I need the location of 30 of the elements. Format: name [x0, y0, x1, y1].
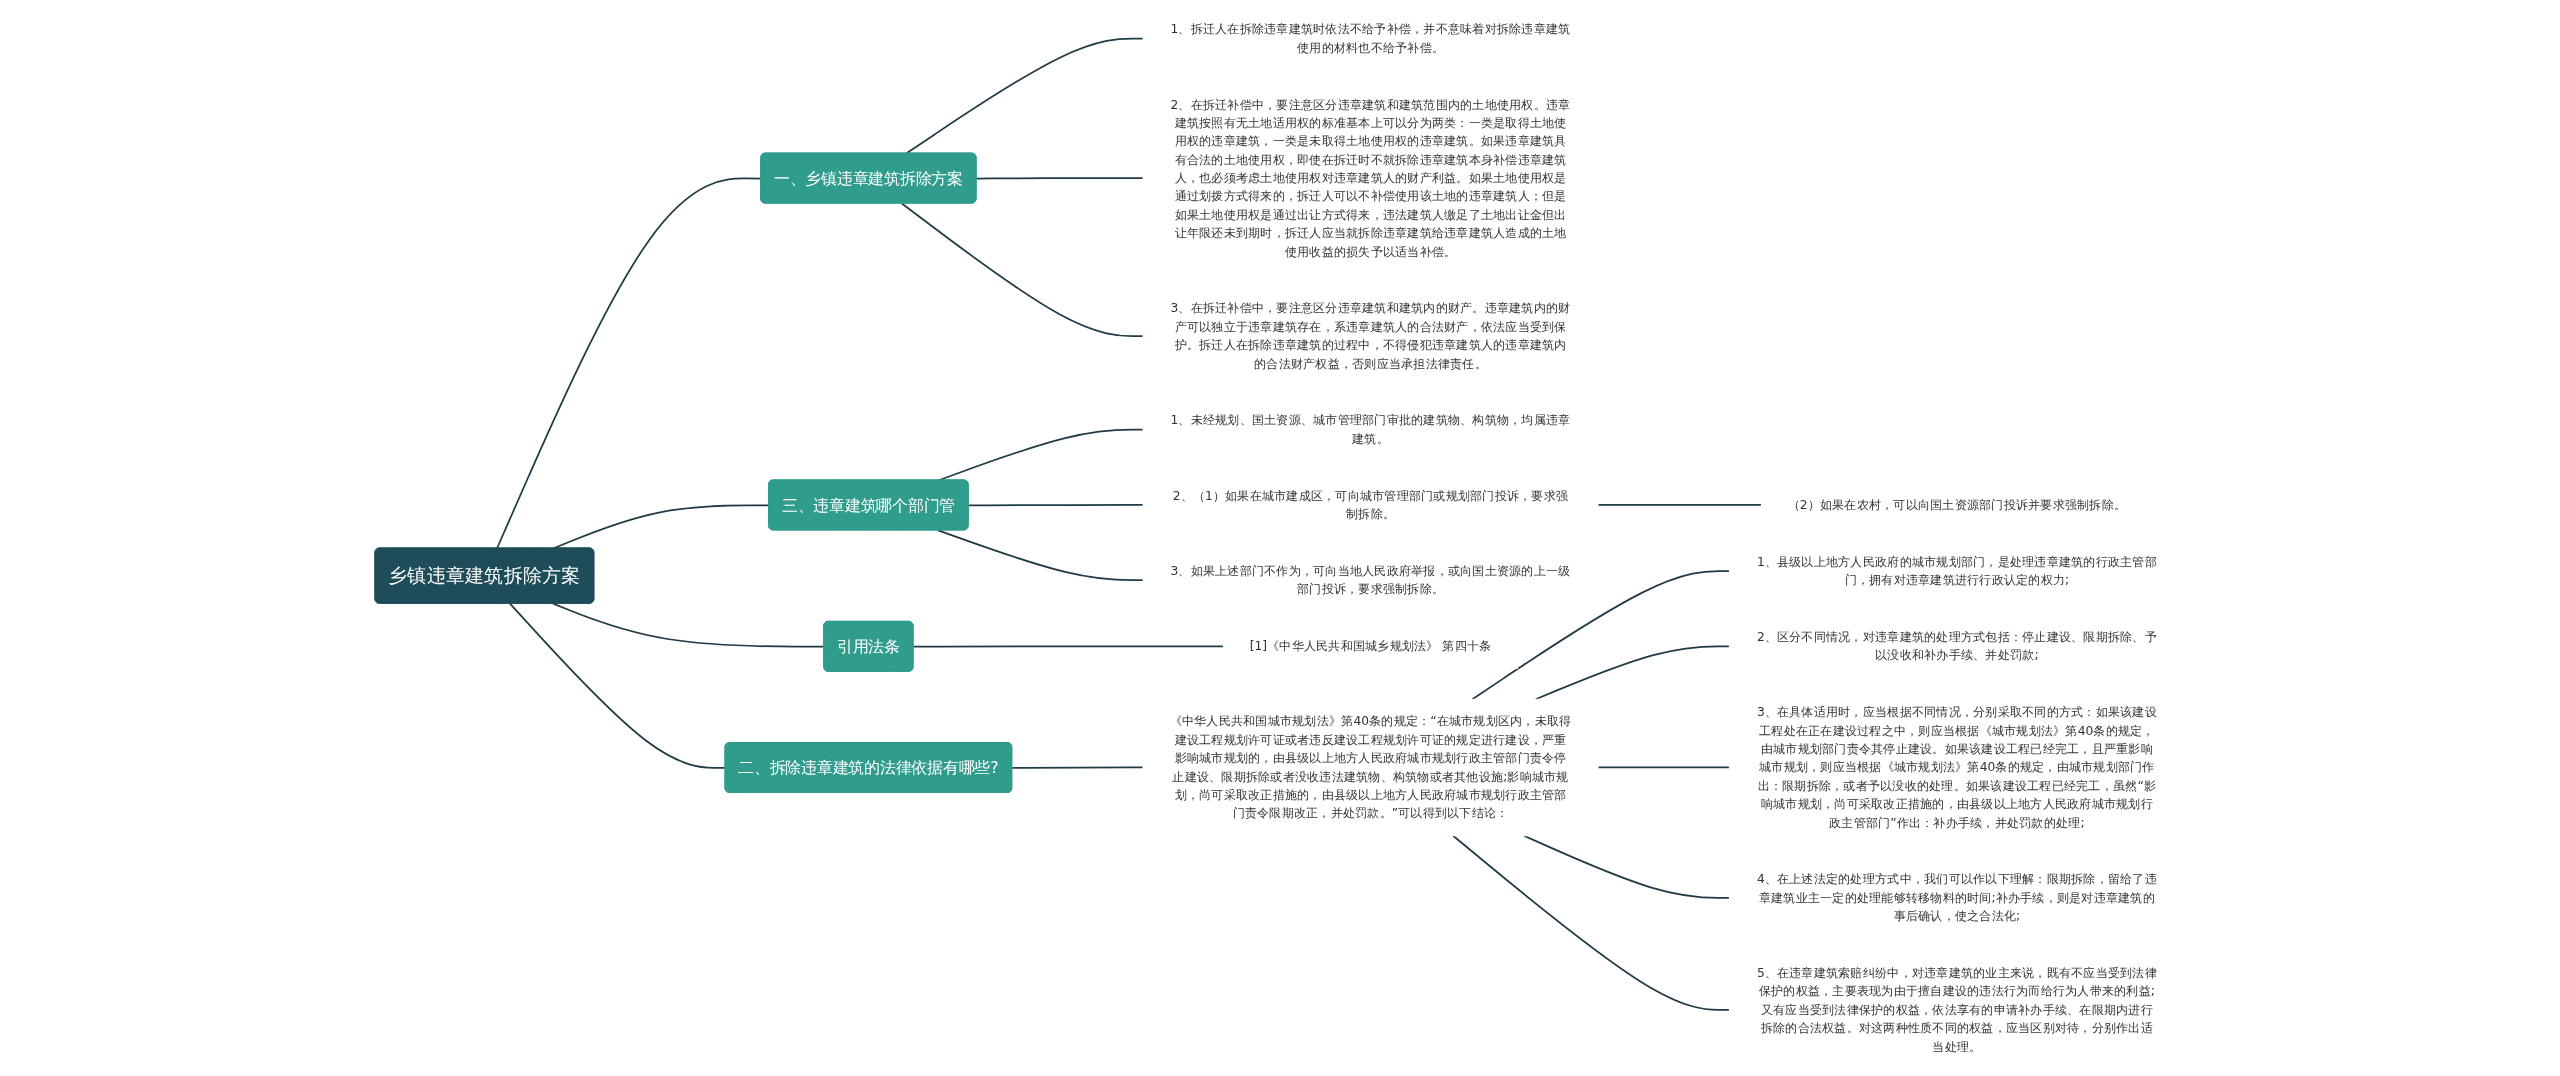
- connector: [1452, 834, 1731, 1011]
- connector: [496, 177, 763, 550]
- connector: [968, 504, 1145, 507]
- node-text: 3、如果上述部门不作为，可向当地人民政府举报，或向国土资源的上一级部门投诉，要求强制拆除。: [1170, 563, 1571, 596]
- connector: [509, 602, 727, 769]
- node-text: 1、拆迁人在拆除违章建筑时依法不给予补偿，并不意味着对拆除违章建筑使用的材料也不给予补偿。: [1170, 21, 1571, 55]
- node-text: 3、在拆迁补偿中，要注意区分违章建筑和建筑内的财产。违章建筑内的财产可以独立于违章建筑存在，系违章建筑人的合法财产，依法应当受到保护。拆迁人在拆除违章建筑的过程中，不得侵犯违章建筑人的违章建筑内的合法财产权益，否则应当承担法律责任。: [1170, 301, 1571, 371]
- connector: [905, 37, 1145, 155]
- node-text: [1]《中华人民共和国城乡规划法》 第四十条: [1249, 638, 1492, 653]
- node-text: 2、（1）如果在城市建成区，可向城市管理部门或规划部门投诉，要求强制拆除。: [1173, 488, 1569, 521]
- node-text: 5、在违章建筑索赔纠纷中，对违章建筑的业主来说，既有不应当受到法律保护的权益，主要表现为由于擅自建设的违法行为而给行为人带来的利益;又有应当受到法律保护的权益，依法享有的申请补办手续、在限期内进行拆除的合法权益。对这两种性质不同的权益，应当区别对待，分别作出适当处理。: [1757, 965, 2158, 1054]
- node-text: 4、在上述法定的处理方式中，我们可以作以下理解：限期拆除，留给了违章建筑业主一定的处理能够转移物料的时间;补办手续，则是对违章建筑的事后确认，使之合法化;: [1757, 872, 2158, 923]
- node-text: （2）如果在农村，可以向国土资源部门投诉并要求强制拆除。: [1787, 497, 2127, 512]
- connector: [912, 645, 1225, 648]
- connector: [552, 602, 826, 648]
- connector: [1011, 766, 1145, 769]
- node-text: 《中华人民共和国城市规划法》第40条的规定：“在城市规划区内，未取得建设工程规划许可证或者违反建设工程规划许可证的规定进行建设，严重影响城市规划的，由县级以上地方人民政府城市规划行政主管部门责令停止建设、限期拆除或者没收违法建筑物、构筑物或者其他设施;影响城市规划，尚可采取改正措施的，由县级以上地方人民政府城市规划行政主管部门责令限期改正，并处罚款。”可以得到以下结论：: [1169, 714, 1572, 821]
- node-text: 1、县级以上地方人民政府的城市规划部门，是处理违章建筑的行政主管部门，拥有对违章建筑进行行政认定的权力;: [1757, 554, 2158, 587]
- connector: [1523, 834, 1731, 899]
- connector: [1535, 645, 1731, 701]
- connector: [1597, 766, 1731, 769]
- connector: [901, 202, 1145, 337]
- connector: [975, 177, 1145, 180]
- connector: [1597, 504, 1763, 506]
- node-text: 1、未经规划、国土资源、城市管理部门审批的建筑物、构筑物，均属违章建筑。: [1170, 413, 1571, 446]
- node-text: 2、区分不同情况，对违章建筑的处理方式包括：停止建设、限期拆除、予以没收和补办手续、并处罚款;: [1757, 629, 2158, 663]
- connector: [1471, 570, 1731, 701]
- node-text: 3、在具体适用时，应当根据不同情况，分别采取不同的方式：如果该建设工程处在正在建设过程之中，则应当根据《城市规划法》第40条的规定，由城市规划部门责令其停止建设。如果该建设工程已经完工，且严重影响城市规划，则应当根据《城市规划法》第40条的规定，由城市规划部门作出：限期拆除，或者予以没收的处理。如果该建设工程已经完工，虽然“影响城市规划，尚可采取改正措施的，由县级以上地方人民政府城市规划行政主管部门”作出：补办手续，并处罚款的处理;: [1757, 704, 2158, 830]
- connector: [937, 529, 1145, 582]
- node-text: 2、在拆迁补偿中，要注意区分违章建筑和建筑范围内的土地使用权。违章建筑按照有无土地适用权的标准基本上可以分为两类：一类是取得土地使用权的违章建筑，一类是未取得土地使用权的违章建筑。如果违章建筑具有合法的土地使用权，即使在拆迁时不就拆除违章建筑本身补偿违章建筑人，也必须考虑土地使用权对违章建筑人的财产利益。如果土地使用权是通过划拨方式得来的，拆迁人可以不补偿使用该土地的违章建筑人；但是如果土地使用权是通过出让方式得来，违法建筑人缴足了土地出让金但出让年限还未到期时，拆迁人应当就拆除违章建筑给违章建筑人造成的土地使用收益的损失予以适当补偿。: [1170, 97, 1571, 259]
